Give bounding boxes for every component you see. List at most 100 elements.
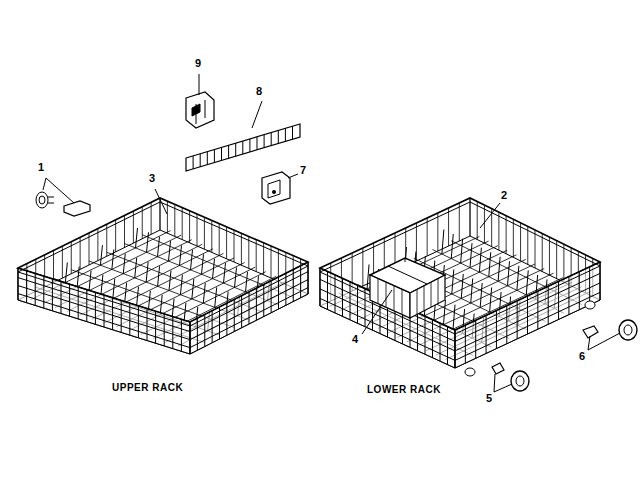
upper-rack xyxy=(18,286,190,340)
upper-rack xyxy=(271,246,272,278)
lower-rack xyxy=(556,241,557,279)
lower-rack xyxy=(320,198,600,330)
upper-rack xyxy=(137,287,139,307)
lower-rack xyxy=(455,273,600,341)
leader-line xyxy=(480,203,500,228)
lower-rack xyxy=(432,320,433,358)
upper-rack xyxy=(77,267,79,287)
upper-rack xyxy=(112,249,114,269)
upper-rack xyxy=(241,233,242,265)
upper-rack xyxy=(271,281,272,313)
lower-rack xyxy=(496,311,497,349)
upper-rack xyxy=(190,322,191,354)
silverware-basket xyxy=(410,275,445,318)
upper-rack xyxy=(263,285,264,317)
upper-rack xyxy=(219,307,220,339)
upper-rack xyxy=(204,217,205,249)
rack-wheel xyxy=(585,301,595,309)
upper-rack xyxy=(135,258,137,278)
upper-rack xyxy=(180,275,182,295)
silverware-basket xyxy=(417,289,418,314)
rack-wheel xyxy=(619,320,637,340)
upper-rack xyxy=(202,254,204,274)
lower-rack xyxy=(489,252,491,277)
upper-rack xyxy=(69,284,70,316)
lower-rack xyxy=(600,262,601,300)
leader-line xyxy=(199,74,200,95)
callout-number: 9 xyxy=(195,58,201,69)
lower-rack xyxy=(563,244,564,282)
lower-rack xyxy=(320,268,321,306)
rack-caption: LOWER RACK xyxy=(367,385,441,395)
upper-rack xyxy=(158,266,160,286)
upper-rack xyxy=(146,262,148,282)
upper-rack xyxy=(204,315,205,347)
lower-rack xyxy=(558,281,559,319)
cup-shelf xyxy=(292,126,293,139)
upper-rack xyxy=(148,291,150,311)
silverware-basket xyxy=(431,282,432,307)
stop-clip xyxy=(36,192,48,208)
upper-rack xyxy=(52,279,53,311)
leader-line xyxy=(43,178,46,190)
upper-rack xyxy=(101,275,103,295)
lower-rack xyxy=(320,202,600,334)
upper-rack xyxy=(18,278,190,332)
upper-rack xyxy=(190,322,191,354)
lower-rack xyxy=(451,234,453,259)
lower-rack xyxy=(443,300,445,325)
upper-rack xyxy=(18,230,308,354)
upper-rack xyxy=(234,230,235,262)
lower-rack xyxy=(589,267,590,305)
callout-number: 7 xyxy=(300,165,306,176)
upper-rack xyxy=(203,283,205,303)
upper-rack xyxy=(190,288,308,348)
lower-rack xyxy=(513,219,514,257)
lower-rack xyxy=(459,203,460,241)
lower-rack xyxy=(600,262,601,300)
upper-rack xyxy=(18,268,190,354)
leader-line xyxy=(494,374,495,392)
upper-rack xyxy=(191,250,193,270)
lower-rack xyxy=(477,202,478,240)
upper-rack xyxy=(169,241,171,261)
upper-rack xyxy=(123,254,125,274)
silverware-basket xyxy=(438,279,439,304)
lower-rack xyxy=(537,291,538,329)
upper-rack xyxy=(174,204,175,236)
lower-rack xyxy=(490,288,492,313)
lower-rack xyxy=(548,286,549,324)
callout-number: 2 xyxy=(501,190,507,201)
lower-rack xyxy=(417,313,418,351)
leader-line xyxy=(252,101,262,128)
upper-rack xyxy=(89,271,91,291)
upper-rack xyxy=(18,294,190,348)
upper-rack xyxy=(246,272,248,292)
lower-rack xyxy=(568,277,569,315)
lower-rack xyxy=(470,243,472,268)
callout-number: 3 xyxy=(149,173,155,184)
upper-rack xyxy=(215,287,217,307)
rack-caption: UPPER RACK xyxy=(112,383,183,393)
stop-clip xyxy=(39,196,45,204)
upper-rack xyxy=(160,198,161,230)
upper-rack xyxy=(89,233,90,265)
lower-rack xyxy=(517,266,519,291)
upper-rack xyxy=(285,273,286,305)
upper-rack xyxy=(115,220,116,252)
wheel-axle xyxy=(492,363,504,374)
leader-line xyxy=(588,333,620,350)
lower-rack xyxy=(520,223,521,261)
cup-shelf xyxy=(221,147,222,160)
cup-shelf xyxy=(242,141,243,154)
upper-rack xyxy=(219,224,220,256)
upper-rack xyxy=(106,224,107,256)
upper-rack xyxy=(100,245,102,265)
lower-rack xyxy=(526,270,528,295)
lower-rack xyxy=(498,212,499,250)
lower-rack xyxy=(470,198,471,236)
shelf-clip xyxy=(272,190,276,194)
lower-rack xyxy=(442,230,444,255)
track-stop xyxy=(64,201,90,216)
lower-rack xyxy=(362,248,363,286)
